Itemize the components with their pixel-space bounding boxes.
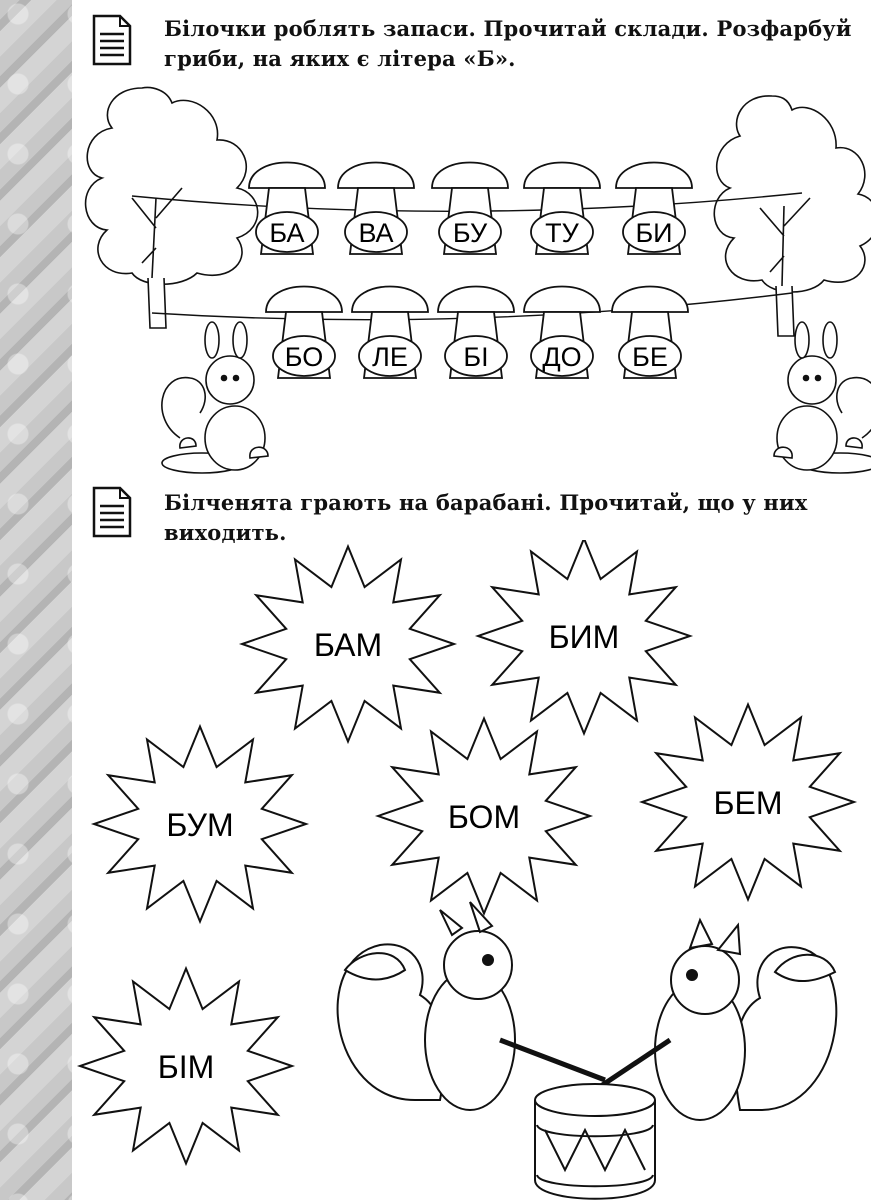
document-icon (92, 486, 132, 538)
burst-6: БІМ (76, 965, 296, 1167)
burst-word: БУМ (166, 807, 233, 843)
syllable-label: БА (269, 218, 304, 248)
mushroom[interactable]: ЛЕ (351, 285, 429, 379)
burst-word: БИМ (549, 619, 620, 655)
syllable-label: БІ (463, 342, 488, 372)
burst-word: БАМ (314, 627, 382, 663)
syllable-label: ВА (358, 218, 393, 248)
mushroom[interactable]: ДО (523, 285, 601, 379)
drum-icon (534, 1083, 656, 1200)
mushroom-illustration: БА ВА БУ ТУ БИ БО ЛЕ БІ ДО БЕ (84, 86, 871, 474)
burst-word: БЕМ (714, 785, 783, 821)
decorative-side-strip (0, 0, 72, 1200)
burst-5: БЕМ (638, 701, 858, 903)
squirrel-icon (336, 901, 606, 1111)
mushroom[interactable]: ВА (337, 161, 415, 255)
starburst-shape (638, 701, 858, 903)
drum-illustration: БАМ БИМ БУМ БОМ БЕМ БІМ (76, 540, 858, 1200)
mushroom-row-2: БО ЛЕ БІ ДО БЕ (265, 285, 689, 379)
starburst-shape (474, 540, 694, 737)
burst-4: БОМ (374, 715, 594, 917)
exercise-1-instruction: Білочки роблять запаси. Прочитай склади.… (164, 16, 852, 71)
burst-word: БОМ (448, 799, 520, 835)
burst-word: БІМ (158, 1049, 215, 1085)
burst-3: БУМ (90, 723, 310, 925)
document-icon (92, 14, 132, 66)
mushroom[interactable]: БИ (615, 161, 693, 255)
mushroom[interactable]: БЕ (611, 285, 689, 379)
exercise-2-instruction: Білченята грають на барабані. Прочитай, … (164, 490, 808, 545)
mushroom[interactable]: БІ (437, 285, 515, 379)
burst-2: БИМ (474, 540, 694, 737)
bursts-group: БАМ БИМ БУМ БОМ БЕМ БІМ (76, 540, 858, 1167)
syllable-label: ТУ (545, 218, 579, 248)
syllable-label: БУ (453, 218, 488, 248)
mushroom[interactable]: БУ (431, 161, 509, 255)
mushroom[interactable]: ТУ (523, 161, 601, 255)
syllable-label: ДО (542, 342, 581, 372)
mushroom[interactable]: БА (248, 161, 326, 255)
syllable-label: ЛЕ (372, 342, 408, 372)
mushroom[interactable]: БО (265, 285, 343, 379)
squirrel-icon (578, 917, 838, 1121)
starburst-shape (238, 543, 458, 745)
starburst-shape (374, 715, 594, 917)
syllable-label: БЕ (632, 342, 668, 372)
starburst-shape (76, 965, 296, 1167)
syllable-label: БИ (635, 218, 672, 248)
tree-icon (84, 86, 259, 329)
burst-1: БАМ (238, 543, 458, 745)
syllable-label: БО (285, 342, 323, 372)
mushroom-row-1: БА ВА БУ ТУ БИ (248, 161, 693, 255)
squirrel-icon (161, 321, 269, 474)
squirrel-icon (773, 321, 871, 474)
starburst-shape (90, 723, 310, 925)
